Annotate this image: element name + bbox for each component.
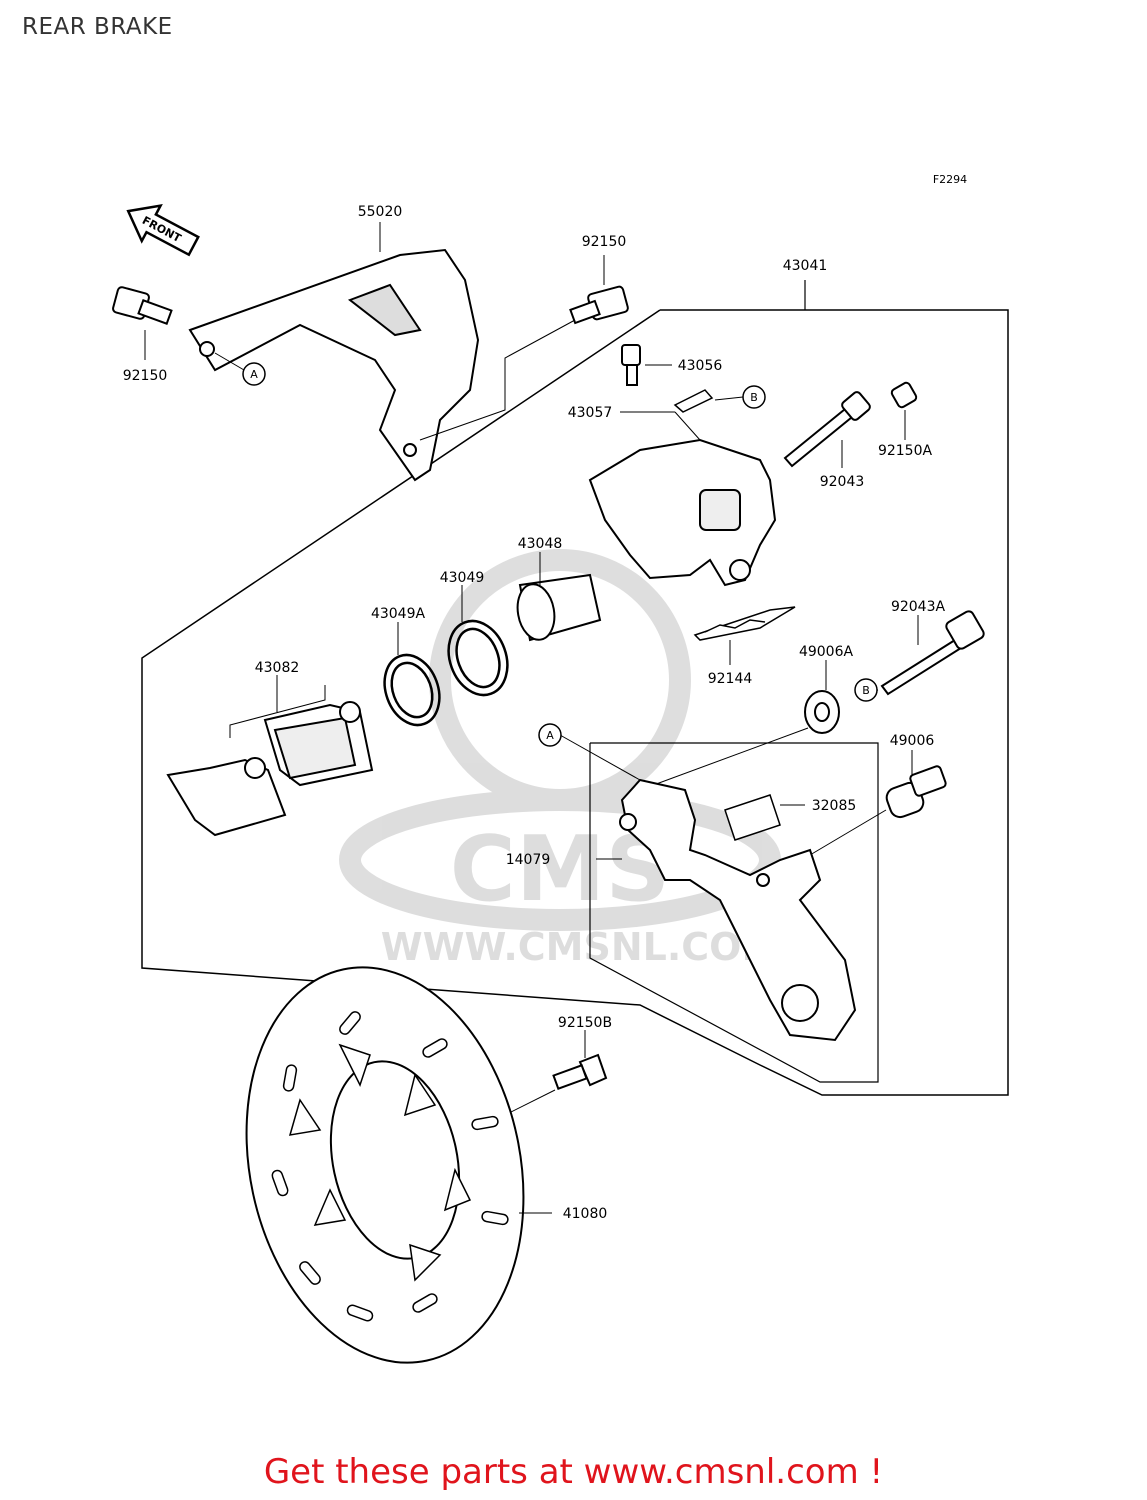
callout-a-bracket: A	[538, 723, 562, 747]
part-label-32085: 32085	[812, 798, 857, 814]
brake-pads-43082	[166, 701, 374, 837]
svg-text:A: A	[546, 729, 554, 742]
figure-code: F2294	[933, 173, 967, 186]
bolt-92150-top	[569, 285, 629, 325]
part-label-55020: 55020	[358, 204, 403, 220]
callout-b-right: B	[854, 678, 878, 702]
watermark-url: WWW.CMSNL.COM	[381, 925, 780, 969]
part-label-49006A: 49006A	[799, 644, 854, 660]
bleed-valve-43056	[621, 344, 641, 386]
part-label-43056: 43056	[678, 358, 723, 374]
callout-a-top: A	[242, 362, 266, 386]
part-label-43049: 43049	[440, 570, 485, 586]
seal-43049	[447, 619, 509, 697]
part-label-43082: 43082	[255, 660, 300, 676]
part-label-92150B: 92150B	[558, 1015, 612, 1031]
watermark: CMS WWW.CMSNL.COM	[339, 549, 781, 969]
caliper-body	[588, 438, 777, 587]
svg-text:A: A	[250, 368, 258, 381]
boot-49006A	[804, 690, 840, 734]
part-label-92043A: 92043A	[891, 599, 946, 615]
front-arrow-icon: FRONT	[126, 203, 200, 257]
bolt-92150-left	[112, 286, 173, 325]
part-label-92150A: 92150A	[878, 443, 933, 459]
brake-disc-41080	[245, 966, 525, 1364]
part-label-43049A: 43049A	[371, 606, 426, 622]
page-title: REAR BRAKE	[22, 14, 173, 40]
pin-92043	[783, 391, 871, 468]
piston-43048	[516, 573, 602, 642]
part-label-14079: 14079	[506, 852, 551, 868]
assembly-frame-43041	[141, 309, 1009, 1096]
callout-b-top: B	[742, 385, 766, 409]
cap-43057	[673, 389, 714, 413]
seal-43049A	[383, 653, 441, 727]
part-label-43041: 43041	[783, 258, 828, 274]
part-label-92150-left: 92150	[123, 368, 168, 384]
bolt-92150B	[552, 1053, 608, 1090]
part-label-49006: 49006	[890, 733, 935, 749]
brake-guard-55020	[188, 248, 480, 482]
part-label-92144: 92144	[708, 671, 753, 687]
clip-32085	[724, 794, 781, 841]
assembly-frame-14079	[589, 742, 879, 1083]
pad-spring-92144	[693, 606, 796, 641]
footer-link[interactable]: Get these parts at www.cmsnl.com !	[263, 1452, 884, 1492]
part-label-43048: 43048	[518, 536, 563, 552]
part-label-92150-top: 92150	[582, 234, 627, 250]
part-label-43057: 43057	[568, 405, 613, 421]
svg-text:B: B	[862, 684, 870, 697]
svg-text:B: B	[750, 391, 758, 404]
pin-92043A	[880, 610, 985, 696]
cap-92150A	[890, 381, 918, 409]
caliper-bracket-14079	[619, 778, 857, 1042]
boot-49006	[885, 765, 947, 819]
part-label-41080: 41080	[563, 1206, 608, 1222]
part-label-92043: 92043	[820, 474, 865, 490]
exploded-parts-diagram: CMS WWW.CMSNL.COM F2294 FRONT	[112, 173, 1009, 1364]
